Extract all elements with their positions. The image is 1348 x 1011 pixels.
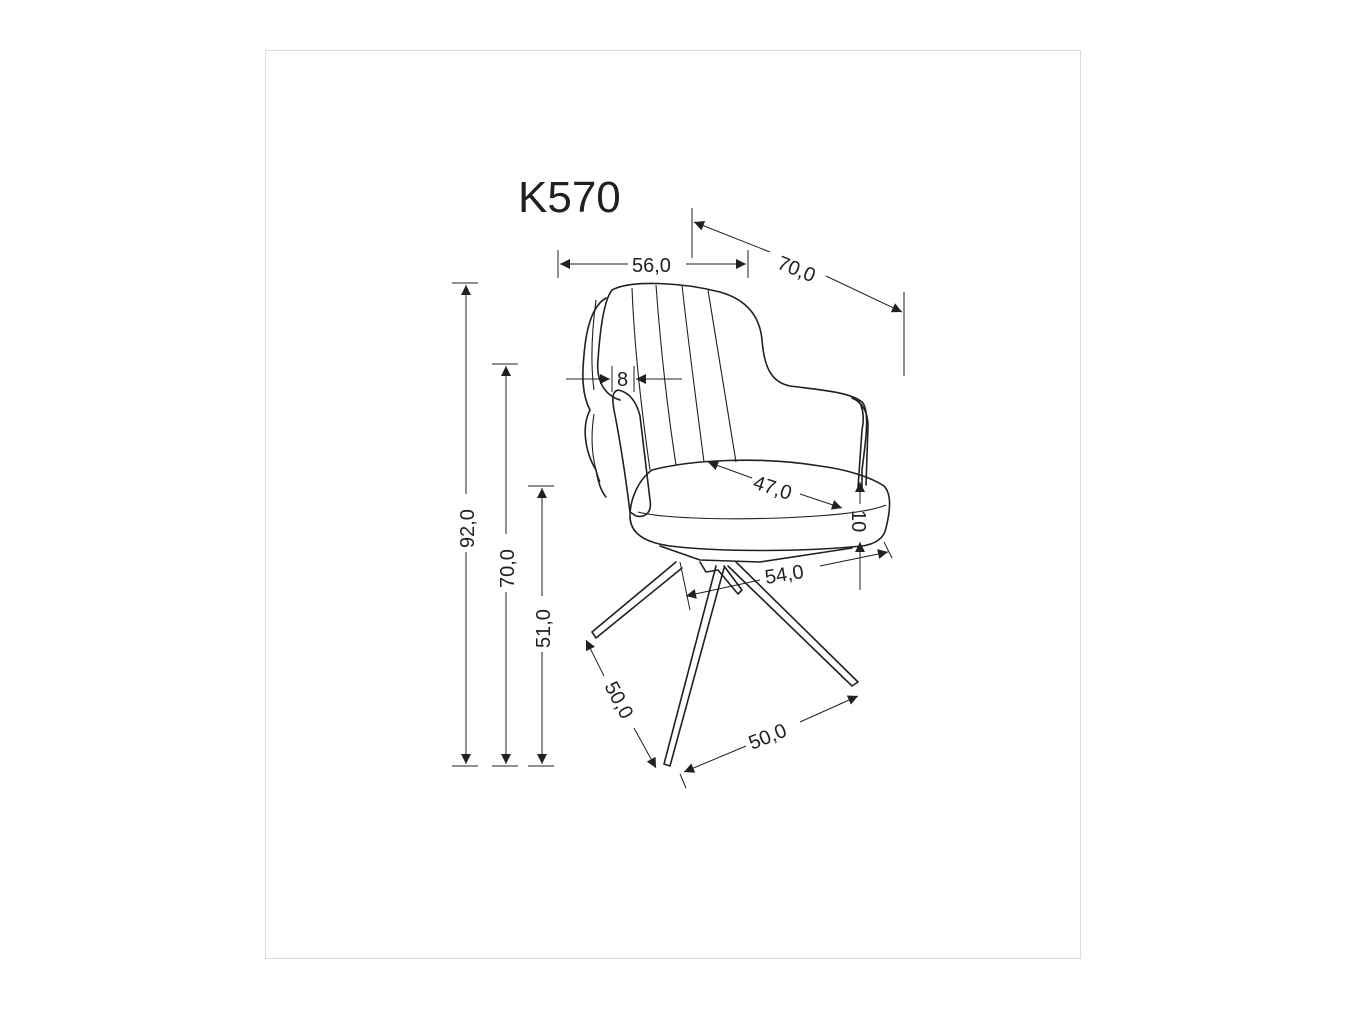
dimension-base-side-a: 50,0 [585,639,657,769]
height-armrest-label: 70,0 [497,549,519,588]
backrest-channels [631,284,737,471]
width-label: 56,0 [632,255,671,277]
backrest-side-panel [582,297,607,498]
dimension-seat-depth: 47,0 [707,460,843,510]
drawing-frame [265,50,1081,959]
depth-label: 70,0 [774,252,818,287]
base-side-b-label: 50,0 [746,720,790,755]
back-thickness-label: 8 [617,369,628,391]
base-legs [591,561,859,767]
seat-cushion [629,459,891,552]
dimension-height-armrest: 70,0 [492,363,519,767]
backrest-outline [596,282,868,489]
model-title: K570 [518,173,621,222]
chair-outline [582,282,891,767]
dimension-base-side-b: 50,0 [679,695,859,789]
seat-width-label: 54,0 [763,561,805,589]
dimension-depth: 70,0 [691,208,905,376]
base-side-a-label: 50,0 [600,678,638,723]
seat-depth-label: 47,0 [750,472,794,505]
dimension-back-thickness: 8 [566,366,682,392]
height-total-label: 92,0 [457,509,479,548]
height-seat-label: 51,0 [533,609,555,648]
seat-thickness-label: 10 [847,510,869,532]
dimension-height-seat: 51,0 [528,485,555,767]
dimension-seat-thickness: 10 [847,482,869,590]
right-armrest [851,397,869,489]
left-armrest [612,389,652,518]
dimension-width: 56,0 [557,250,749,278]
dimension-height-total: 92,0 [452,282,479,767]
seat-underside [659,545,853,563]
